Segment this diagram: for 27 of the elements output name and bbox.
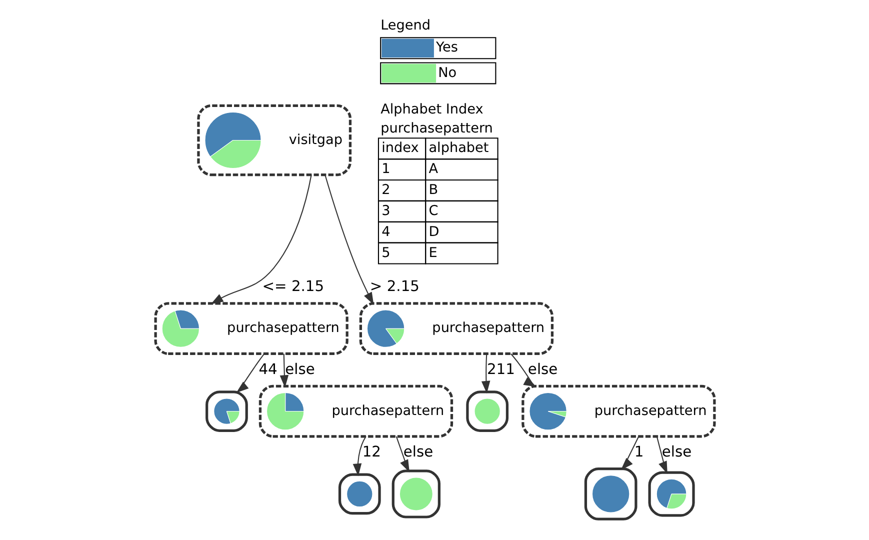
label: D xyxy=(428,224,439,240)
edge-label: <= 2.15 xyxy=(262,278,324,296)
edge-label: 44 xyxy=(258,360,277,378)
edge-label: > 2.15 xyxy=(369,278,419,296)
label: 4 xyxy=(381,224,390,240)
label: Alphabet Index xyxy=(380,101,483,118)
edge-label: 211 xyxy=(486,360,514,378)
edge-label: 1 xyxy=(634,444,644,461)
edge-label: else xyxy=(402,444,433,461)
label: 3 xyxy=(381,202,390,219)
label: alphabet xyxy=(428,140,488,156)
label: Legend xyxy=(380,18,430,34)
label: 2 xyxy=(381,182,390,198)
edge-label: else xyxy=(527,360,558,378)
label: 5 xyxy=(381,244,390,261)
label: 1 xyxy=(381,161,390,178)
label: E xyxy=(428,244,437,261)
label: A xyxy=(428,161,438,178)
edge-label: 12 xyxy=(362,444,380,461)
label: purchasepattern xyxy=(380,120,492,136)
legend-label: Yes xyxy=(436,40,458,56)
label: B xyxy=(428,182,438,198)
label: C xyxy=(428,202,438,219)
edge-label: else xyxy=(661,444,692,461)
legend-label: No xyxy=(438,64,456,81)
label: index xyxy=(381,140,418,156)
edge-label: else xyxy=(284,360,314,378)
